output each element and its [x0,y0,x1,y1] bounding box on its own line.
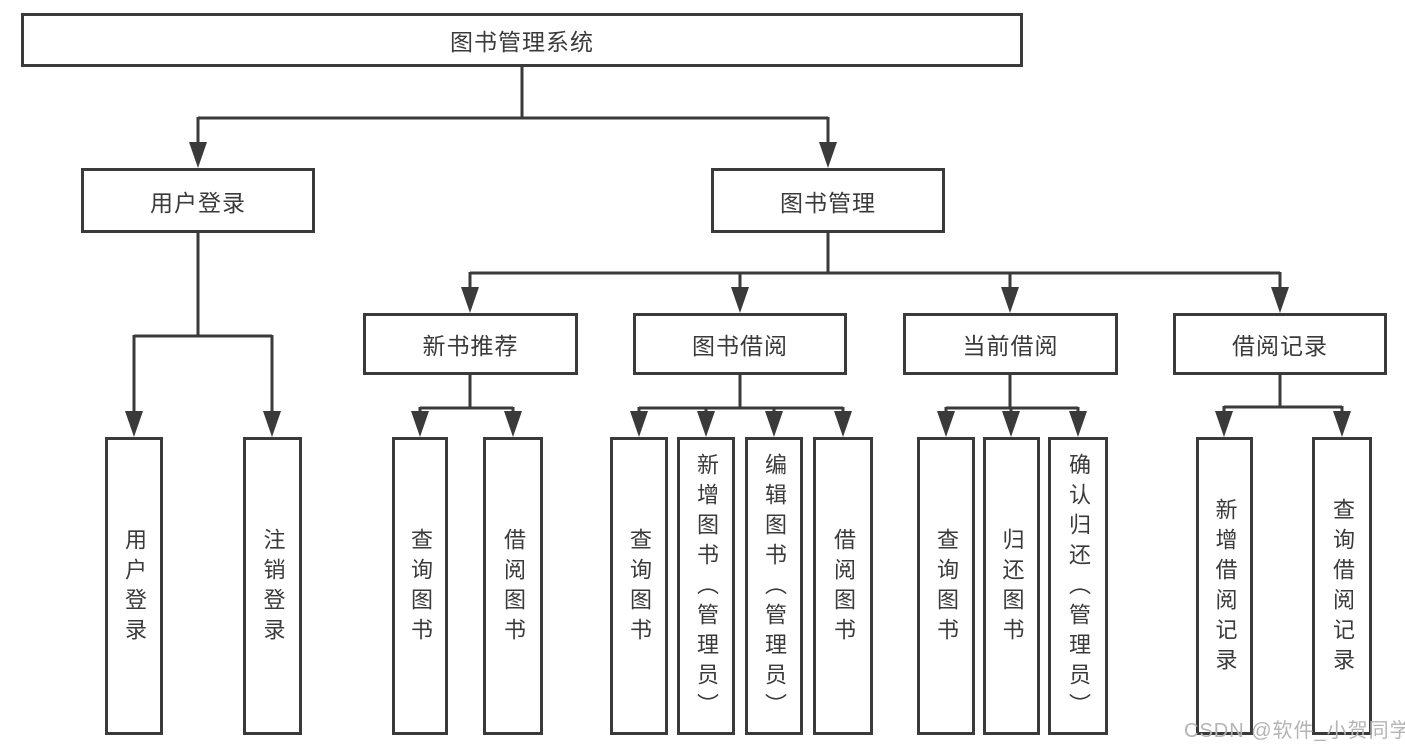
leaf-cb-return-books: 归还图书 [983,437,1040,735]
leaf-br-query-record: 查询借阅记录 [1312,437,1372,735]
leaf-bb-edit-books-admin-label: 编辑图书（管理员） [762,453,787,723]
leaf-bb-borrow-books-label: 借阅图书 [831,528,856,648]
leaf-cb-confirm-return-admin: 确认归还（管理员） [1048,437,1108,735]
leaf-cb-return-books-label: 归还图书 [999,528,1025,648]
node-current-borrowing: 当前借阅 [903,313,1118,375]
node-root-label: 图书管理系统 [450,29,594,55]
node-borrowing-records: 借阅记录 [1173,313,1387,375]
leaf-bb-edit-books-admin: 编辑图书（管理员） [745,437,803,735]
leaf-bb-query-books: 查询图书 [610,437,668,735]
leaf-bb-add-books-admin-label: 新增图书（管理员） [694,453,719,723]
leaf-cb-query-books-label: 查询图书 [934,528,959,648]
node-current-borrowing-label: 当前借阅 [962,333,1059,359]
leaf-user-login-label: 用户登录 [122,528,147,648]
node-book-management-label: 图书管理 [780,189,876,216]
watermark: CSDN @软件_小贺同学 [1184,720,1405,742]
node-borrowing-records-label: 借阅记录 [1232,333,1328,359]
leaf-br-add-record: 新增借阅记录 [1196,437,1253,735]
leaf-bb-borrow-books: 借阅图书 [813,437,873,735]
node-user-login-label: 用户登录 [150,189,246,216]
leaf-logout-label: 注销登录 [260,528,286,648]
node-new-book-recommend: 新书推荐 [363,313,578,375]
leaf-bb-add-books-admin: 新增图书（管理员） [677,437,735,735]
leaf-nb-query-books: 查询图书 [392,437,448,735]
leaf-cb-query-books: 查询图书 [917,437,975,735]
node-book-borrowing: 图书借阅 [633,313,847,375]
node-book-management: 图书管理 [711,168,945,233]
leaf-br-query-record-label: 查询借阅记录 [1330,498,1355,678]
node-new-book-recommend-label: 新书推荐 [422,333,519,359]
node-root: 图书管理系统 [21,13,1023,67]
arrowheads [125,142,1351,437]
leaf-cb-confirm-return-admin-label: 确认归还（管理员） [1066,453,1091,723]
leaf-bb-query-books-label: 查询图书 [627,528,652,648]
leaf-nb-borrow-books: 借阅图书 [483,437,543,735]
node-book-borrowing-label: 图书借阅 [692,333,788,359]
leaf-user-login: 用户登录 [105,437,163,735]
leaf-nb-borrow-books-label: 借阅图书 [501,528,526,648]
leaf-logout: 注销登录 [243,437,302,735]
node-user-login: 用户登录 [81,168,315,233]
leaf-br-add-record-label: 新增借阅记录 [1212,498,1238,678]
leaf-nb-query-books-label: 查询图书 [408,528,433,648]
